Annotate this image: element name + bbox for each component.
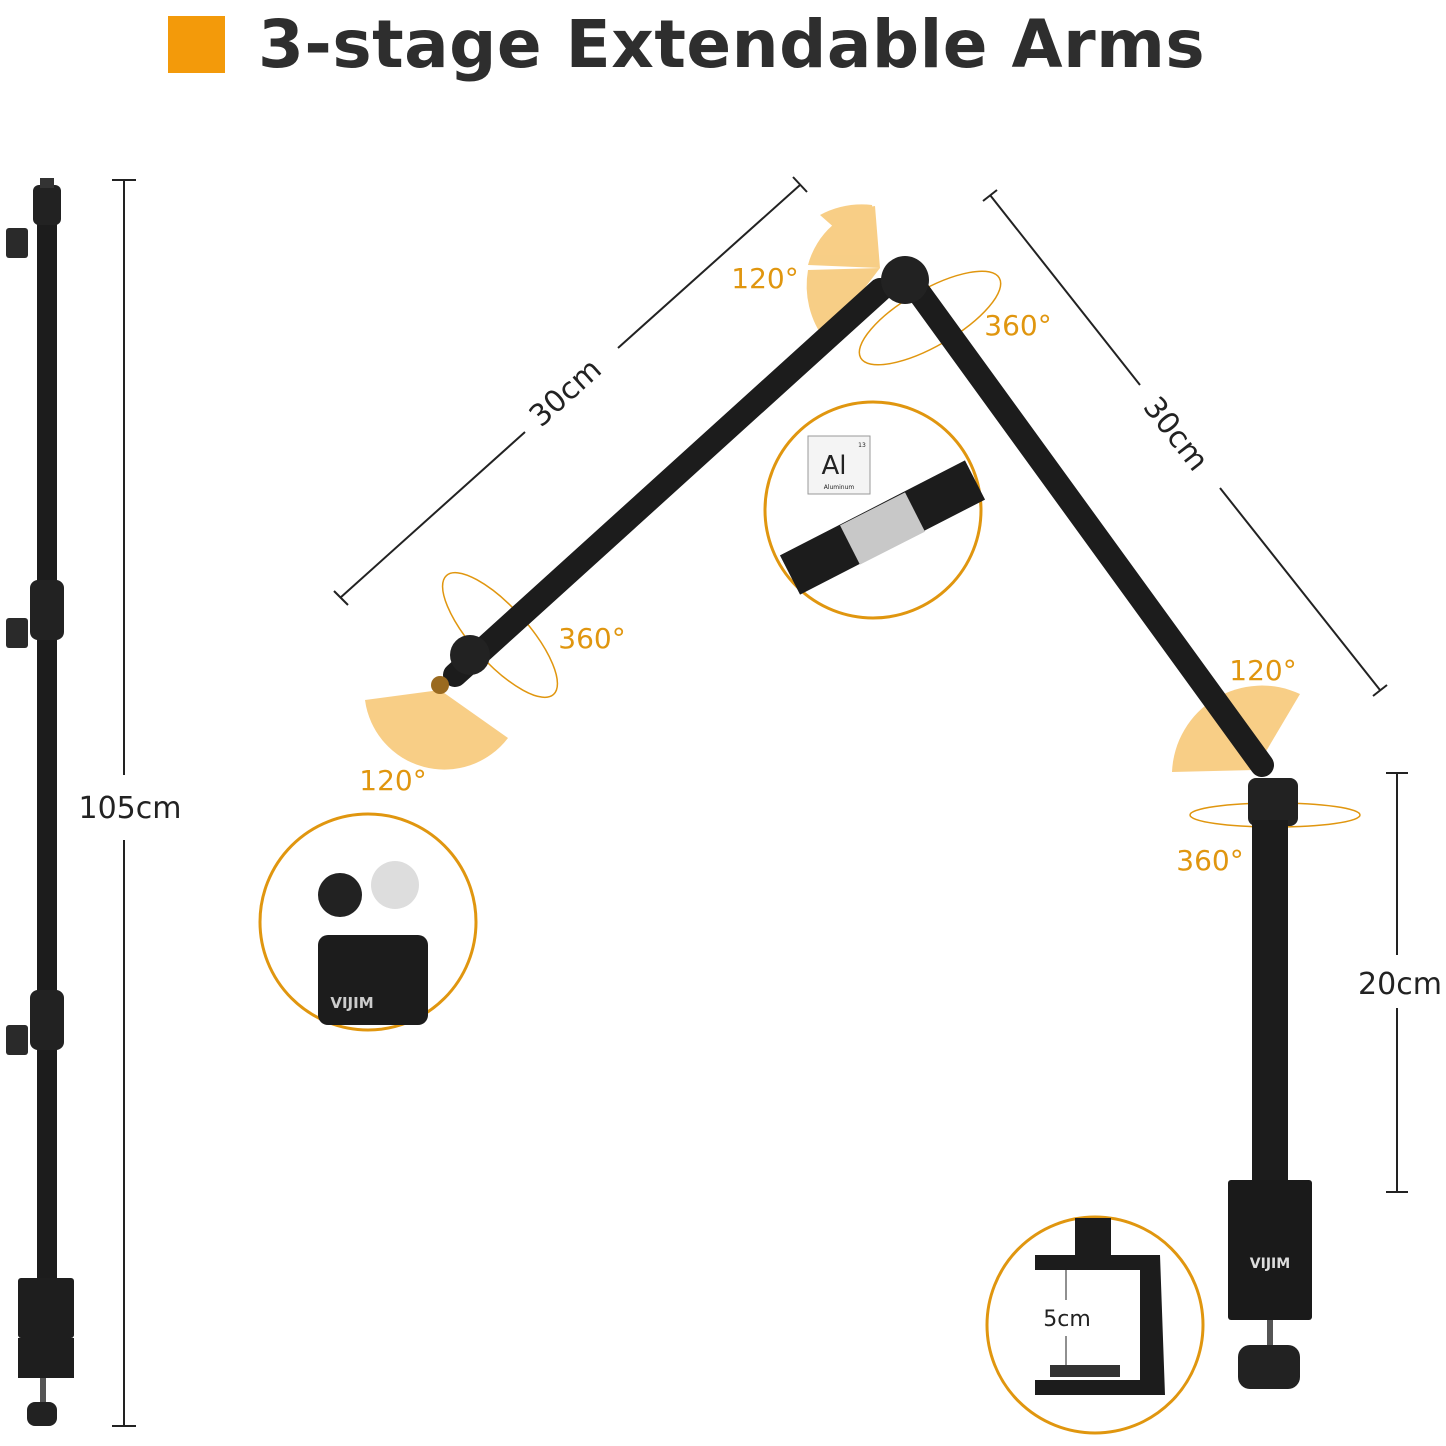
angle-label: 120° [359,764,426,797]
angle-label: 360° [984,309,1051,342]
angle-label: 360° [1176,844,1243,877]
badge-name: Aluminum [824,484,855,491]
articulated-arm: VIJIM [431,256,1312,1389]
angle-label: 120° [731,262,798,295]
badge-symbol: Al [821,451,846,481]
header: 3-stage Extendable Arms [168,6,1205,83]
tilt-wedges [365,204,1300,772]
page-title: 3-stage Extendable Arms [258,6,1206,83]
upper-arm-length-label: 30cm [523,352,609,434]
arm-dimension-lines [333,176,1408,1193]
height-dimension-line [112,179,136,1427]
brand-logo: VIJIM [1250,1256,1290,1272]
lower-arm-length-label: 30cm [1136,390,1215,478]
accent-square [168,16,225,73]
brand-logo: VIJIM [330,994,373,1012]
angle-label: 360° [558,622,625,655]
angle-label: 120° [1229,654,1296,687]
badge-number: 13 [858,442,866,449]
clamp-opening-label: 5cm [1043,1307,1091,1332]
post-height-label: 20cm [1358,967,1442,1002]
total-height-label: 105cm [79,791,182,826]
ballhead-detail: VIJIM [258,812,478,1032]
extended-pole [6,178,74,1426]
clamp-detail: 5cm [985,1215,1205,1435]
aluminum-detail: Al 13 Aluminum [763,400,986,620]
